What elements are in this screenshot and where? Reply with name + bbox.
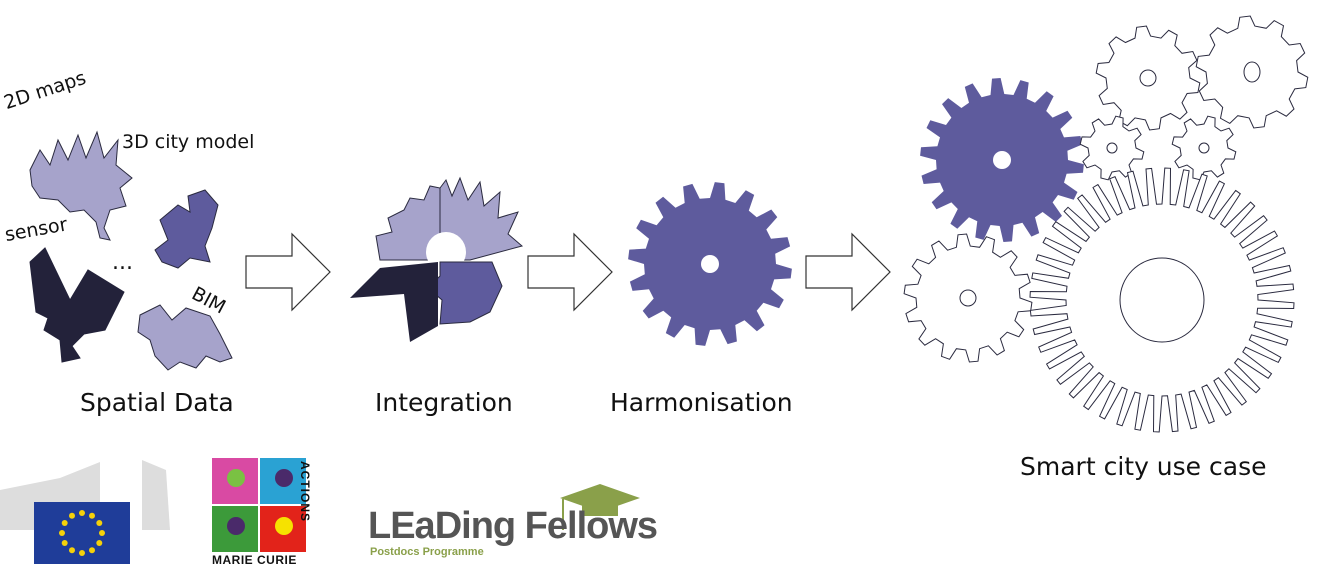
puzzle-piece-sensor [29,247,125,363]
harmonisation-gear [628,182,792,346]
graduation-cap-icon [560,484,640,530]
label-smart-city-use-case: Smart city use case [1020,452,1267,481]
eu-star [79,550,85,556]
eu-star [79,510,85,516]
eu-star [89,547,95,554]
eu-star [96,540,103,546]
eu-star [61,540,68,546]
eu-star [59,530,65,536]
smart-city-gears [903,15,1309,433]
marie-curie-text: MARIE CURIE [212,553,297,567]
puzzle-piece-2d-maps [29,130,133,241]
arrow-1 [245,232,331,312]
eu-star [61,520,68,526]
label-spatial-data: Spatial Data [80,388,234,417]
arrow-3 [805,232,891,312]
leading-fellows-subtitle: Postdocs Programme [370,546,484,558]
puzzle-piece-bim [137,304,233,371]
marie-curie-logo [212,458,306,552]
leading-fellows-text: LEaDing Fellows [368,505,658,547]
label-3d-city-model: 3D city model [122,131,255,153]
eu-star [89,512,95,519]
arrow-2 [527,232,613,312]
actions-text: ACTIONS [298,461,312,522]
integration-gear [350,176,524,342]
eu-star [96,520,103,526]
puzzle-piece-3d-city-model [154,189,219,269]
eu-star [69,512,75,519]
eu-commission-logo [0,460,170,564]
eu-star [69,547,75,554]
label-harmonisation: Harmonisation [610,388,793,417]
label-ellipsis: ... [112,250,133,275]
label-integration: Integration [375,388,513,417]
eu-star [99,530,105,536]
